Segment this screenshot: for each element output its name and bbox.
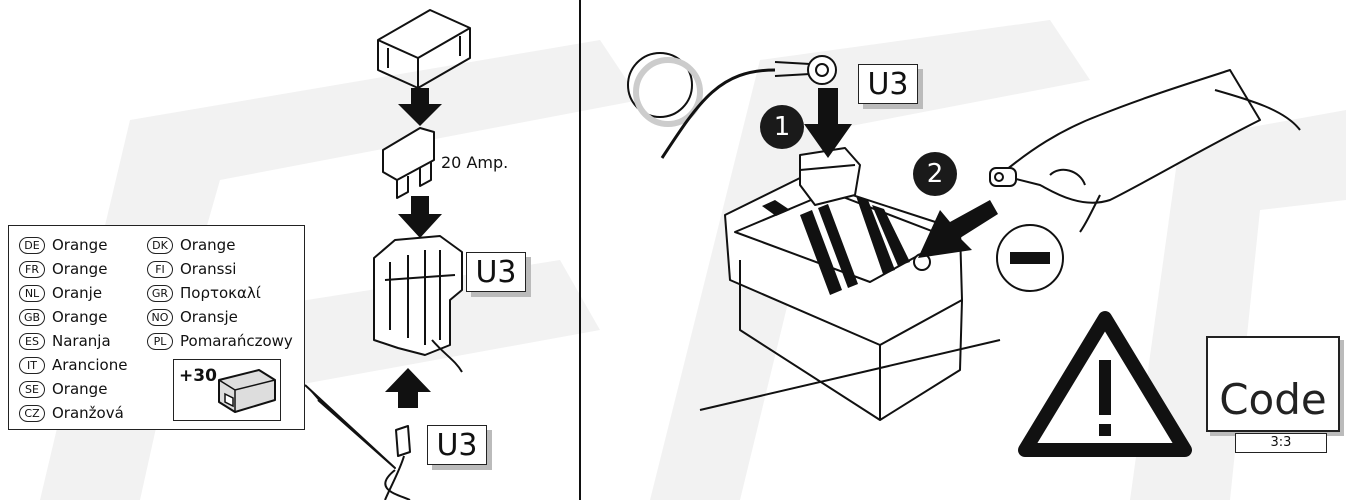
u3-label-connector: U3	[427, 425, 487, 465]
legend-item: SE Orange	[19, 378, 107, 400]
lang-code-badge: GR	[147, 284, 173, 302]
legend-item: IT Arancione	[19, 354, 127, 376]
lang-code-badge: NL	[19, 284, 45, 302]
code-title: Code	[1219, 375, 1327, 424]
legend-item: GB Orange	[19, 306, 107, 328]
lang-color-word: Oransje	[180, 308, 238, 326]
lang-color-word: Oranžová	[52, 404, 124, 422]
lang-code-badge: SE	[19, 380, 45, 398]
lang-color-word: Oranje	[52, 284, 103, 302]
lang-color-word: Orange	[52, 260, 108, 278]
lang-color-word: Orange	[52, 236, 108, 254]
lang-code-badge: FR	[19, 260, 45, 278]
lang-code-badge: DE	[19, 236, 45, 254]
lang-color-word: Orange	[180, 236, 236, 254]
fuse-rating-label: 20 Amp.	[441, 153, 509, 172]
lang-color-word: Pomarańczowy	[180, 332, 293, 350]
fuse-cap-icon	[377, 9, 471, 89]
legend-item: ES Naranja	[19, 330, 111, 352]
warning-triangle-icon	[1018, 311, 1192, 457]
legend-item: DK Orange	[147, 234, 235, 256]
lang-code-badge: PL	[147, 332, 173, 350]
code-display-panel: Code	[1206, 336, 1340, 432]
legend-item: NL Oranje	[19, 282, 102, 304]
legend-item: FR Orange	[19, 258, 107, 280]
legend-item: PL Pomarańczowy	[147, 330, 293, 352]
plus30-label: +30	[179, 366, 217, 386]
u3-label-cable: U3	[858, 64, 918, 104]
module-icon	[218, 369, 276, 413]
legend-item: GR Πορτοκαλί	[147, 282, 261, 304]
panel-divider	[579, 0, 581, 500]
lang-code-badge: DK	[147, 236, 173, 254]
wire-connector-icon	[384, 425, 411, 500]
lang-color-word: Oranssi	[180, 260, 237, 278]
lang-code-badge: ES	[19, 332, 45, 350]
fuse-holder-icon	[373, 235, 463, 373]
legend-item: DE Orange	[19, 234, 107, 256]
lang-code-badge: FI	[147, 260, 173, 278]
u3-label-holder: U3	[466, 252, 526, 292]
lang-color-word: Naranja	[52, 332, 111, 350]
lang-color-word: Πορτοκαλί	[180, 284, 261, 302]
legend-item: FI Oranssi	[147, 258, 236, 280]
hand-icon	[989, 69, 1301, 233]
fuse-icon	[382, 127, 435, 199]
step-1-badge: 1	[760, 105, 804, 149]
lang-color-word: Arancione	[52, 356, 128, 374]
lang-code-badge: NO	[147, 308, 173, 326]
code-counter: 3:3	[1235, 433, 1327, 453]
step-2-badge: 2	[913, 152, 957, 196]
lang-color-word: Orange	[52, 308, 108, 326]
lang-color-word: Orange	[52, 380, 108, 398]
lang-code-badge: CZ	[19, 404, 45, 422]
lang-code-badge: IT	[19, 356, 45, 374]
legend-item: NO Oransje	[147, 306, 238, 328]
lang-code-badge: GB	[19, 308, 45, 326]
legend-item: CZ Oranžová	[19, 402, 124, 424]
